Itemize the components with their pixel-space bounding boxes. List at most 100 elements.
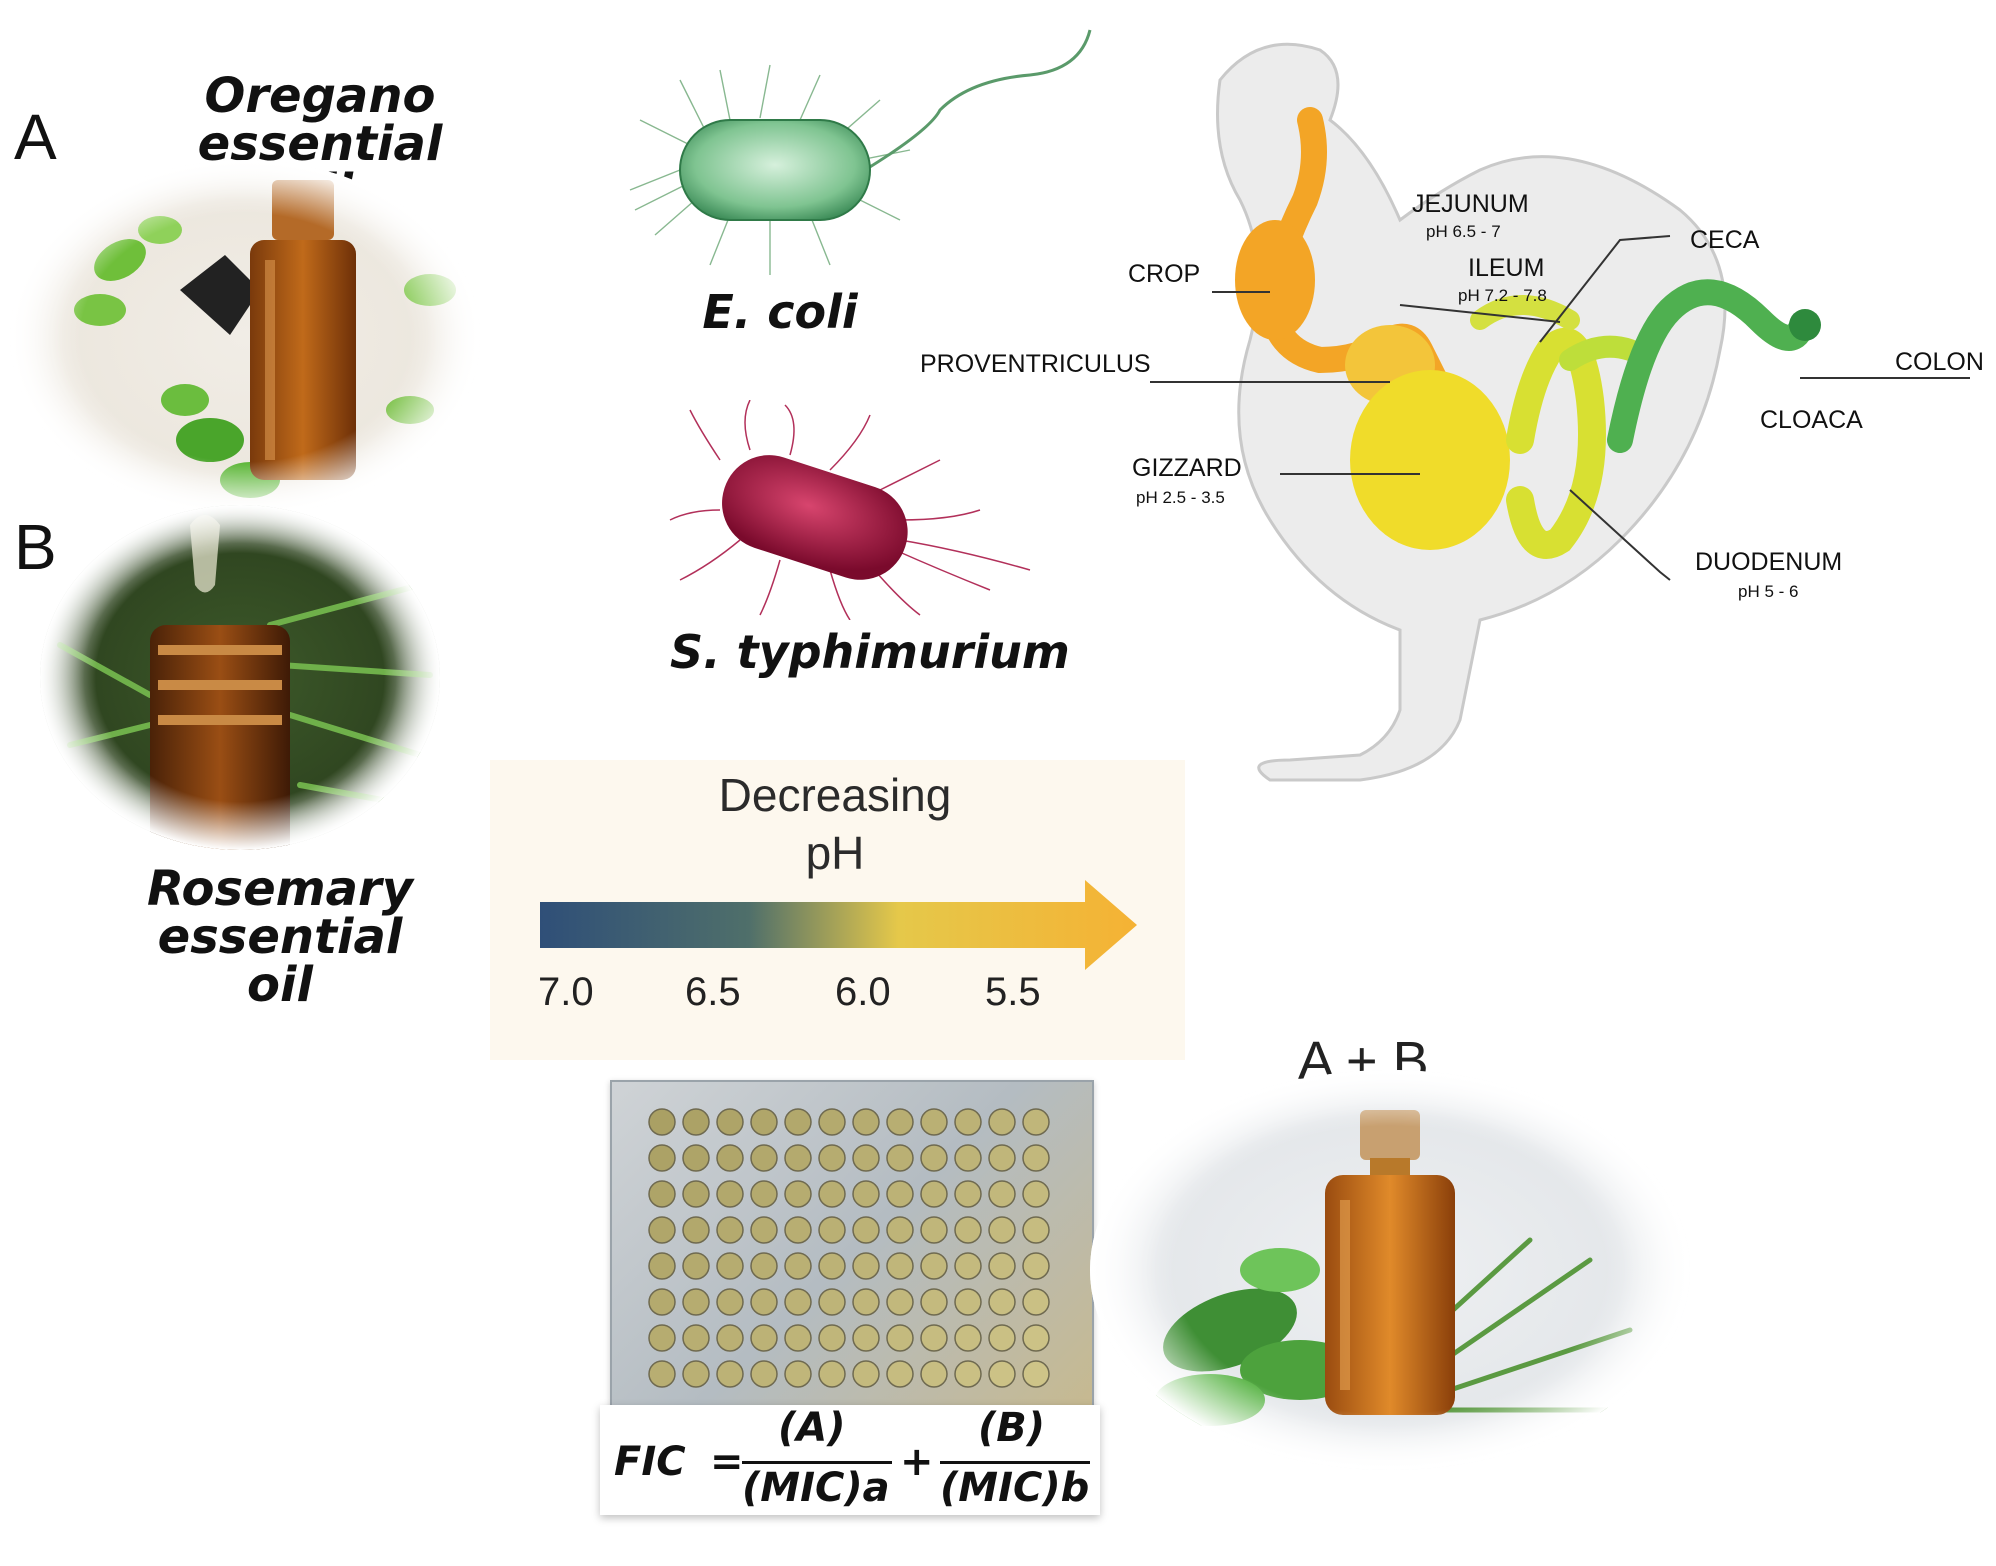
fic-fraction-bar-a <box>742 1461 892 1464</box>
microplate-well <box>852 1108 880 1136</box>
microplate-well <box>954 1324 982 1352</box>
microplate-well <box>750 1144 778 1172</box>
microplate-well <box>920 1324 948 1352</box>
microplate-well <box>682 1252 710 1280</box>
styph-cell <box>722 455 908 580</box>
microplate-well <box>784 1360 812 1388</box>
microplate-well <box>648 1252 676 1280</box>
label-duodenum-ph: pH 5 - 6 <box>1738 582 1799 601</box>
rosemary-title-line2: essential oil <box>157 909 403 1013</box>
microplate-well <box>1022 1360 1050 1388</box>
rosemary-oil-photo <box>40 505 440 850</box>
microplate-well <box>784 1108 812 1136</box>
ph-tick-0: 7.0 <box>538 970 594 1014</box>
microplate-well <box>852 1288 880 1316</box>
fic-equals: = <box>710 1439 744 1485</box>
microplate-well <box>852 1252 880 1280</box>
microplate-photo <box>610 1080 1094 1424</box>
microplate-well <box>648 1144 676 1172</box>
microplate-well <box>920 1252 948 1280</box>
microplate-well <box>954 1360 982 1388</box>
styph-flagella <box>669 399 1031 621</box>
label-cloaca: CLOACA <box>1760 406 1863 434</box>
oregano-illustration <box>10 160 480 515</box>
microplate-well <box>682 1144 710 1172</box>
microplate-well <box>886 1216 914 1244</box>
fic-lhs: FIC <box>614 1439 686 1485</box>
microplate-well <box>818 1360 846 1388</box>
label-crop: CROP <box>1128 260 1201 288</box>
microplate-well <box>818 1144 846 1172</box>
microplate-well <box>1022 1324 1050 1352</box>
microplate-well <box>716 1216 744 1244</box>
microplate-well <box>852 1324 880 1352</box>
microplate-well <box>920 1216 948 1244</box>
microplate-well <box>648 1288 676 1316</box>
microplate-well <box>784 1180 812 1208</box>
microplate-well <box>920 1180 948 1208</box>
microplate-well <box>954 1252 982 1280</box>
microplate-well <box>886 1324 914 1352</box>
microplate-well <box>886 1108 914 1136</box>
ph-title-line2: pH <box>805 827 865 879</box>
microplate-well <box>716 1144 744 1172</box>
ecoli-label: E. coli <box>702 285 858 339</box>
microplate-well <box>988 1288 1016 1316</box>
microplate-well <box>648 1180 676 1208</box>
microplate-well <box>818 1252 846 1280</box>
label-ileum-ph: pH 7.2 - 7.8 <box>1458 286 1547 305</box>
microplate-well <box>886 1180 914 1208</box>
ph-tick-2: 6.0 <box>835 970 891 1014</box>
microplate-well <box>852 1360 880 1388</box>
label-ileum: ILEUM <box>1468 254 1545 282</box>
microplate-well <box>818 1180 846 1208</box>
microplate-well <box>988 1324 1016 1352</box>
fic-denominator-a: (MIC)a <box>742 1465 890 1511</box>
microplate-well <box>886 1252 914 1280</box>
combo-oil-photo <box>1090 1070 1690 1470</box>
microplate-well <box>818 1324 846 1352</box>
microplate-well <box>954 1216 982 1244</box>
microplate-well <box>682 1216 710 1244</box>
oregano-oil-photo <box>10 160 480 515</box>
gi-colon <box>1607 279 1813 453</box>
ecoli-flagellum <box>864 29 1092 172</box>
microplate-well <box>1022 1108 1050 1136</box>
microplate-well <box>818 1108 846 1136</box>
microplate-well <box>988 1144 1016 1172</box>
microplate-well <box>750 1180 778 1208</box>
fic-formula-box: FIC = (A) (MIC)a + (B) (MIC)b <box>600 1405 1100 1515</box>
microplate-wells <box>648 1108 1050 1388</box>
ecoli-illustration <box>610 20 1110 310</box>
label-duodenum: DUODENUM <box>1695 548 1843 576</box>
microplate-well <box>750 1360 778 1388</box>
label-colon: COLON <box>1895 348 1984 376</box>
microplate-well <box>716 1180 744 1208</box>
label-jejunum: JEJUNUM <box>1412 190 1529 218</box>
gi-crop <box>1235 220 1315 340</box>
microplate-well <box>818 1216 846 1244</box>
microplate-well <box>750 1324 778 1352</box>
fic-denominator-b: (MIC)b <box>940 1465 1090 1511</box>
microplate-well <box>716 1252 744 1280</box>
panel-letter-a: A <box>14 101 57 173</box>
microplate-well <box>784 1288 812 1316</box>
microplate-well <box>954 1144 982 1172</box>
ecoli-cell <box>679 119 871 221</box>
ph-tick-1: 6.5 <box>685 970 741 1014</box>
fic-plus: + <box>900 1439 934 1485</box>
microplate-well <box>852 1180 880 1208</box>
microplate-well <box>818 1288 846 1316</box>
microplate-well <box>988 1360 1016 1388</box>
microplate-well <box>716 1108 744 1136</box>
microplate-well <box>648 1216 676 1244</box>
microplate-well <box>682 1180 710 1208</box>
microplate-well <box>682 1288 710 1316</box>
oregano-title-line1: Oregano <box>204 68 436 124</box>
gi-cloaca <box>1789 309 1821 341</box>
rosemary-title: Rosemary essential oil <box>120 865 440 1009</box>
microplate-well <box>1022 1288 1050 1316</box>
microplate-well <box>682 1324 710 1352</box>
microplate-well <box>988 1180 1016 1208</box>
microplate-well <box>1022 1216 1050 1244</box>
